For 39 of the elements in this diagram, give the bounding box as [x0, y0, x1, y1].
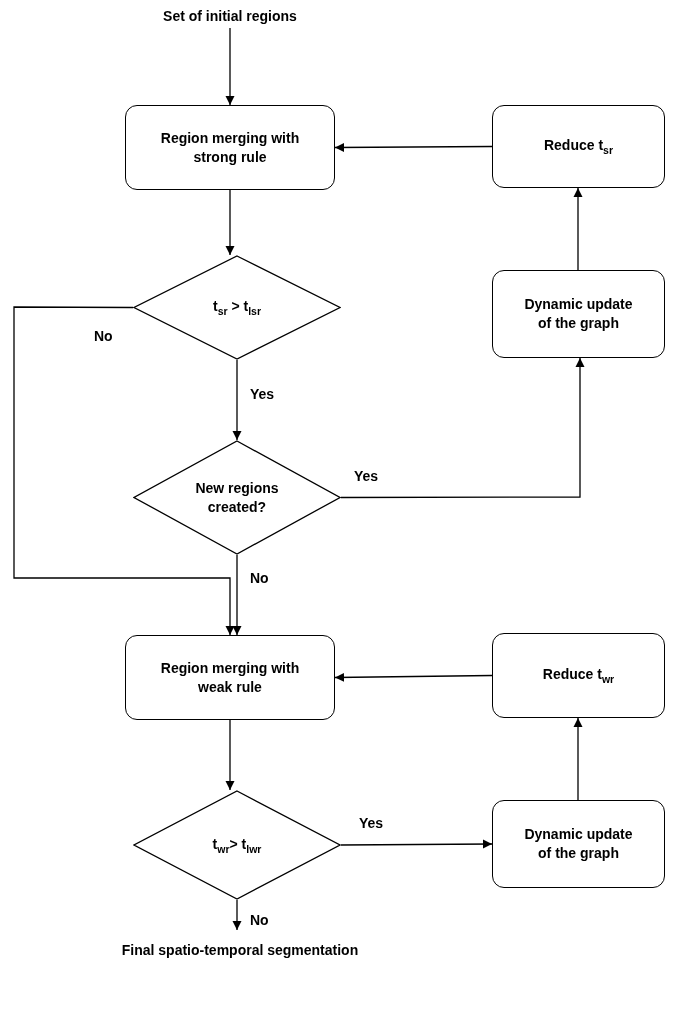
edge-label: No	[248, 570, 271, 586]
arrow	[340, 357, 585, 499]
arrow	[225, 189, 235, 256]
decision-diamond	[133, 255, 341, 360]
decision-diamond	[133, 440, 341, 555]
node-label: Reduce t$_{wr}$	[542, 665, 615, 686]
edge-label: Yes	[357, 815, 386, 831]
node-label: Reduce t$_{sr}$	[543, 136, 614, 157]
decision-diamond	[133, 790, 341, 900]
arrow	[232, 359, 242, 441]
arrow	[573, 187, 583, 271]
arrow	[13, 306, 235, 636]
edge-label: No	[248, 912, 271, 928]
arrow	[225, 27, 235, 106]
process-box	[492, 105, 665, 188]
node-label: New regions created?	[194, 478, 280, 517]
arrow	[334, 142, 493, 152]
edge-label: Yes	[352, 468, 381, 484]
arrow	[340, 839, 493, 849]
node-label: Region merging with strong rule	[159, 128, 301, 167]
node-label: Region merging with weak rule	[159, 658, 301, 697]
arrow	[232, 899, 242, 931]
edge-label: No	[92, 328, 115, 344]
node-label: t$_{wr}$> t$_{lwr}$	[212, 834, 262, 856]
process-box	[125, 105, 335, 190]
node-label: t$_{sr}$ > t$_{lsr}$	[212, 297, 262, 318]
process-box	[492, 270, 665, 358]
node-label: Dynamic update of the graph	[523, 295, 634, 333]
process-box	[125, 635, 335, 720]
arrow	[225, 719, 235, 791]
node-label: Set of initial regions	[163, 6, 297, 26]
arrow	[334, 672, 493, 682]
process-box	[492, 800, 665, 888]
arrow	[232, 554, 242, 636]
arrow	[573, 717, 583, 801]
node-label: Dynamic update of the graph	[523, 825, 634, 863]
node-label: Final spatio-temporal segmentation	[121, 940, 359, 960]
process-box	[492, 633, 665, 718]
edge-label: Yes	[248, 386, 277, 402]
